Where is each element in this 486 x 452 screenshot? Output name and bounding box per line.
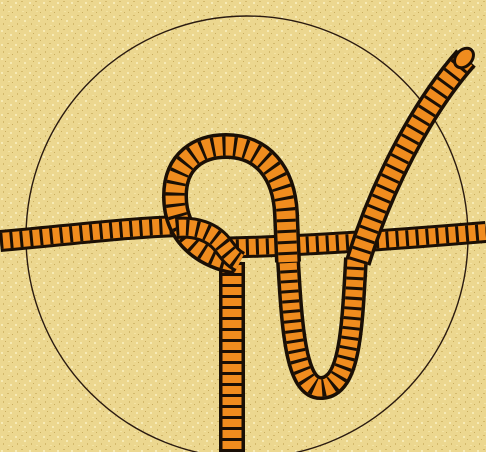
knot-diagram [0, 0, 486, 452]
knot-diagram-icon [0, 0, 486, 452]
